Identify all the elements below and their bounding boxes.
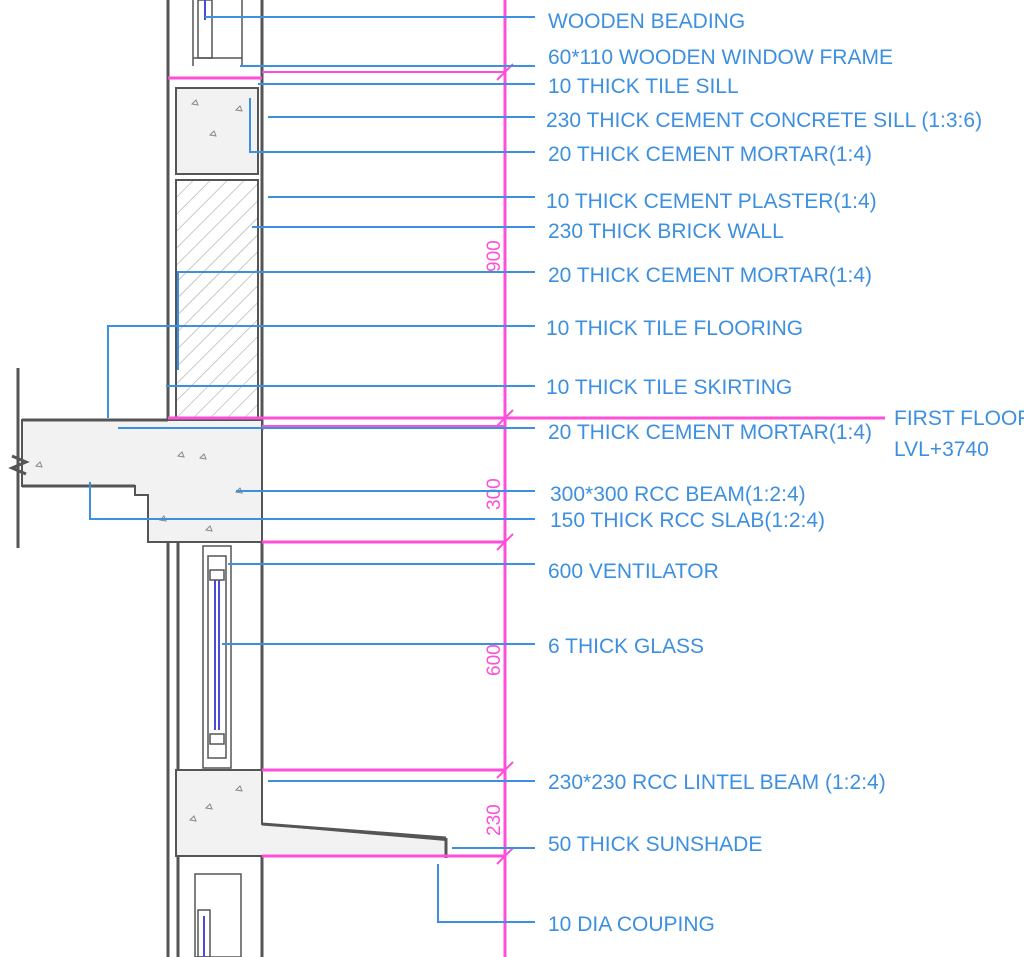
label-tile-sill: 10 THICK TILE SILL — [548, 75, 739, 98]
dim-300: 300 — [484, 478, 505, 510]
label-rcc-slab: 150 THICK RCC SLAB(1:2:4) — [550, 509, 825, 532]
label-couping: 10 DIA COUPING — [548, 913, 715, 936]
label-lintel-beam: 230*230 RCC LINTEL BEAM (1:2:4) — [548, 771, 886, 794]
label-cement-mortar-3: 20 THICK CEMENT MORTAR(1:4) — [548, 421, 872, 444]
label-tile-flooring: 10 THICK TILE FLOORING — [546, 317, 803, 340]
dimension-lines — [168, 0, 885, 957]
label-tile-skirting: 10 THICK TILE SKIRTING — [546, 376, 792, 399]
label-ventilator: 600 VENTILATOR — [548, 560, 719, 583]
label-concrete-sill: 230 THICK CEMENT CONCRETE SILL (1:3:6) — [546, 109, 982, 132]
label-sunshade: 50 THICK SUNSHADE — [548, 833, 762, 856]
floor-level-name: FIRST FLOOR — [894, 407, 1024, 430]
label-rcc-beam: 300*300 RCC BEAM(1:2:4) — [550, 483, 806, 506]
dim-230: 230 — [484, 804, 505, 836]
dim-600: 600 — [484, 644, 505, 676]
leader-lines — [89, 16, 535, 923]
label-wooden-window-frame: 60*110 WOODEN WINDOW FRAME — [548, 46, 893, 69]
concrete-sill-block — [175, 87, 259, 175]
brick-wall-hatch — [175, 179, 259, 419]
upper-window — [192, 0, 243, 66]
lintel-sunshade — [175, 769, 448, 858]
lower-wall-outline — [166, 542, 264, 957]
floor-level-value: LVL+3740 — [894, 438, 989, 461]
ventilator-frame — [202, 545, 232, 769]
floor-slab — [8, 368, 263, 548]
label-glass: 6 THICK GLASS — [548, 635, 704, 658]
label-wooden-beading: WOODEN BEADING — [548, 10, 745, 33]
label-cement-mortar-1: 20 THICK CEMENT MORTAR(1:4) — [548, 143, 872, 166]
dim-900: 900 — [484, 240, 505, 272]
label-cement-plaster: 10 THICK CEMENT PLASTER(1:4) — [546, 190, 877, 213]
label-cement-mortar-2: 20 THICK CEMENT MORTAR(1:4) — [548, 264, 872, 287]
lower-window — [194, 873, 242, 957]
label-brick-wall: 230 THICK BRICK WALL — [548, 220, 784, 243]
